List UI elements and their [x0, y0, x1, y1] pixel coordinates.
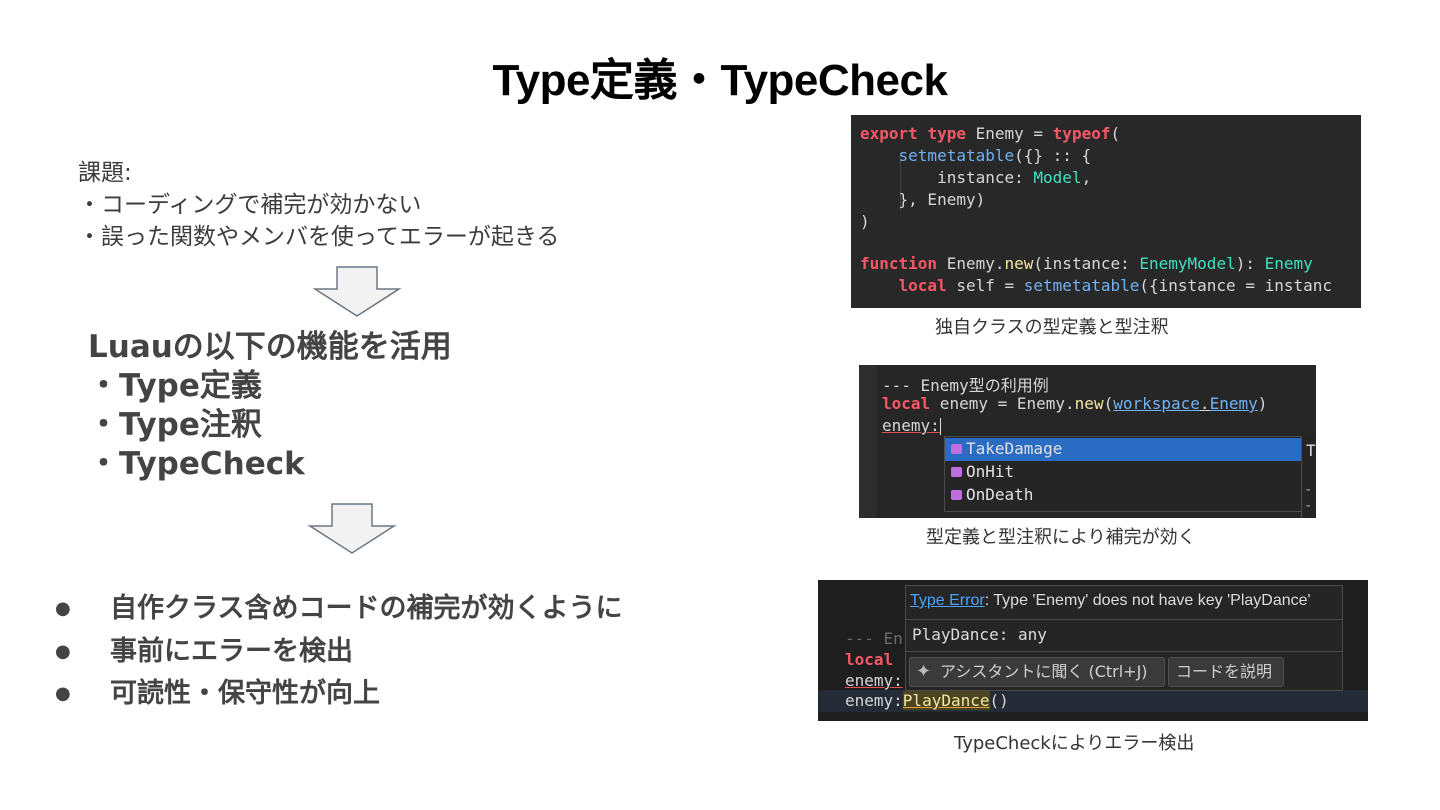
current-code-line[interactable]: enemy:PlayDance()	[845, 691, 1009, 710]
method-icon	[951, 444, 962, 454]
method-icon	[951, 490, 962, 500]
divider	[906, 619, 1342, 620]
autocomplete-item[interactable]: OnHit	[945, 461, 1301, 484]
result-text-3: 可読性・保守性が向上	[110, 678, 380, 709]
detail-fragment: --	[1304, 482, 1313, 514]
bullet: ●	[55, 598, 71, 619]
code-line[interactable]: enemy:	[882, 416, 941, 435]
code-screenshot-autocomplete: --- Enemy型の利用例 local enemy = Enemy.new(w…	[859, 365, 1316, 518]
autocomplete-item[interactable]: TakeDamage	[945, 438, 1301, 461]
error-line: Type Error: Type 'Enemy' does not have k…	[910, 592, 1311, 609]
code-comment: --- Enemy型の利用例	[882, 376, 1049, 395]
code-screenshot-type-definition: export type Enemy = typeof( setmetatable…	[851, 115, 1361, 308]
code-keyword: local	[845, 650, 894, 669]
code-line: }, Enemy)	[860, 190, 986, 209]
error-tooltip: Type Error: Type 'Enemy' does not have k…	[905, 585, 1343, 691]
issue-item-2: ・誤った関数やメンバを使ってエラーが起きる	[78, 224, 560, 250]
explain-code-button[interactable]: コードを説明	[1168, 657, 1284, 687]
code-line: function Enemy.new(instance: EnemyModel)…	[860, 254, 1313, 273]
result-item: ● 事前にエラーを検出	[55, 631, 655, 673]
feature-item-2: ・Type注釈	[88, 407, 262, 443]
slide-title: Type定義・TypeCheck	[492, 56, 948, 105]
sparkle-icon: ✦	[916, 661, 932, 682]
ask-assistant-button[interactable]: ✦ アシスタントに聞く (Ctrl+J)	[909, 657, 1165, 687]
autocomplete-list[interactable]: TakeDamage OnHit OnDeath	[944, 436, 1306, 512]
caption: 独自クラスの型定義と型注釈	[935, 317, 1169, 338]
detail-panel: T --	[1301, 436, 1316, 518]
editor-gutter	[859, 365, 877, 518]
issues-heading: 課題:	[78, 160, 132, 186]
bullet: ●	[55, 641, 71, 662]
caption: TypeCheckによりエラー検出	[954, 733, 1195, 754]
divider	[906, 651, 1342, 652]
code-line: local self = setmetatable({instance = in…	[898, 276, 1333, 295]
code-line: )	[860, 212, 870, 231]
bullet: ●	[55, 683, 71, 704]
code-line: local enemy = Enemy.new(workspace.Enemy)	[882, 394, 1268, 413]
method-icon	[951, 467, 962, 477]
feature-item-3: ・TypeCheck	[88, 446, 305, 482]
code-screenshot-type-error: --- En local enemy: enemy:PlayDance() Ty…	[818, 580, 1368, 721]
detail-fragment: T	[1306, 441, 1316, 460]
code-line: enemy:	[845, 671, 903, 690]
caption: 型定義と型注釈により補完が効く	[926, 527, 1196, 548]
code-line: setmetatable({} :: {	[898, 146, 1092, 165]
text-cursor	[939, 418, 941, 435]
down-arrow-icon	[312, 266, 402, 317]
result-text-2: 事前にエラーを検出	[110, 636, 353, 667]
feature-item-1: ・Type定義	[88, 368, 262, 404]
code-comment: --- En	[845, 629, 903, 648]
signature: PlayDance: any	[912, 625, 1047, 644]
code-line: instance: Model,	[860, 168, 1092, 187]
down-arrow-icon	[307, 503, 397, 554]
indent-guide	[900, 153, 901, 211]
issue-item-1: ・コーディングで補完が効かない	[78, 192, 422, 218]
result-text-1: 自作クラス含めコードの補完が効くように	[110, 593, 623, 624]
result-item: ● 自作クラス含めコードの補完が効くように	[55, 588, 655, 630]
autocomplete-item[interactable]: OnDeath	[945, 484, 1301, 507]
code-line: export type Enemy = typeof(	[860, 124, 1121, 143]
type-error-link[interactable]: Type Error	[910, 592, 985, 609]
features-heading: Luauの以下の機能を活用	[88, 329, 452, 365]
result-item: ● 可読性・保守性が向上	[55, 673, 655, 715]
